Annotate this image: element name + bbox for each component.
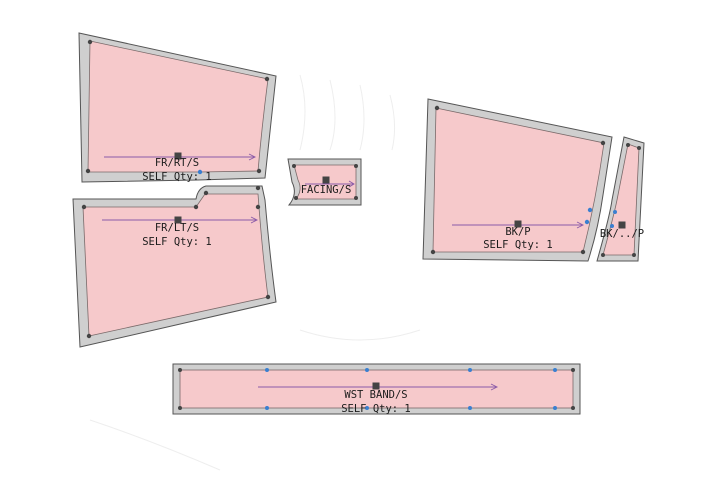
corner-point[interactable] [632, 253, 636, 257]
corner-point[interactable] [87, 39, 93, 45]
background-guides [89, 74, 421, 471]
notch-point[interactable] [468, 368, 472, 372]
notch-point[interactable] [587, 207, 593, 213]
notch-point[interactable] [553, 406, 557, 410]
grainline-arrow [576, 221, 585, 229]
grainline-arrow [348, 180, 355, 188]
piece-fr-rt[interactable]: FR/RT/S SELF Qty: 1 [78, 32, 277, 183]
corner-point[interactable] [255, 204, 261, 210]
corner-point[interactable] [256, 168, 262, 174]
piece-facing[interactable]: FACING/S [287, 158, 362, 206]
grain-handle[interactable] [514, 220, 522, 228]
corner-point[interactable] [571, 368, 575, 372]
piece-qty: SELF Qty: 1 [483, 239, 553, 251]
piece-qty: SELF Qty: 1 [142, 236, 212, 248]
piece-bk-small[interactable]: BK/../P [596, 136, 645, 262]
corner-point[interactable] [265, 294, 271, 300]
piece-wst-band[interactable]: WST BAND/S SELF Qty: 1 [172, 363, 581, 415]
notch-point[interactable] [365, 406, 369, 410]
corner-point[interactable] [626, 143, 630, 147]
notch-point[interactable] [613, 210, 617, 214]
corner-point[interactable] [85, 168, 91, 174]
corner-point[interactable] [264, 76, 270, 82]
grainline-arrow [490, 383, 499, 391]
corner-point[interactable] [294, 196, 298, 200]
piece-name: FACING/S [301, 184, 352, 196]
corner-point[interactable] [193, 204, 199, 210]
piece-name: BK/../P [600, 228, 644, 240]
grainline-arrow [250, 216, 259, 224]
corner-point[interactable] [601, 253, 605, 257]
piece-body [87, 40, 269, 173]
corner-point[interactable] [255, 185, 261, 191]
notch-point[interactable] [197, 169, 203, 175]
piece-name: FR/RT/S [155, 157, 199, 169]
piece-bk[interactable]: BK/P SELF Qty: 1 [422, 98, 613, 262]
corner-point[interactable] [637, 146, 641, 150]
piece-name: FR/LT/S [155, 222, 199, 234]
grain-handle[interactable] [372, 382, 380, 390]
corner-point[interactable] [430, 249, 436, 255]
corner-point[interactable] [86, 333, 92, 339]
piece-name: BK/P [505, 226, 530, 238]
piece-qty: SELF Qty: 1 [142, 171, 212, 183]
notch-point[interactable] [365, 368, 369, 372]
grain-handle[interactable] [618, 221, 626, 229]
notch-point[interactable] [468, 406, 472, 410]
corner-point[interactable] [203, 190, 209, 196]
grain-handle[interactable] [174, 216, 182, 224]
corner-point[interactable] [292, 164, 296, 168]
notch-point[interactable] [265, 406, 269, 410]
corner-point[interactable] [354, 196, 358, 200]
notch-point[interactable] [610, 224, 614, 228]
piece-name: WST BAND/S [344, 389, 407, 401]
corner-point[interactable] [354, 164, 358, 168]
corner-point[interactable] [81, 204, 87, 210]
piece-qty: SELF Qty: 1 [341, 403, 411, 415]
notch-point[interactable] [584, 219, 590, 225]
corner-point[interactable] [600, 140, 606, 146]
notch-point[interactable] [553, 368, 557, 372]
grainline-arrow [248, 153, 257, 161]
grain-handle[interactable] [174, 152, 182, 160]
piece-fr-lt[interactable]: FR/LT/S SELF Qty: 1 [72, 185, 277, 348]
piece-body [82, 193, 269, 337]
corner-point[interactable] [178, 406, 182, 410]
corner-point[interactable] [571, 406, 575, 410]
notch-point[interactable] [265, 368, 269, 372]
grain-handle[interactable] [322, 176, 330, 184]
corner-point[interactable] [178, 368, 182, 372]
corner-point[interactable] [580, 249, 586, 255]
corner-point[interactable] [434, 105, 440, 111]
